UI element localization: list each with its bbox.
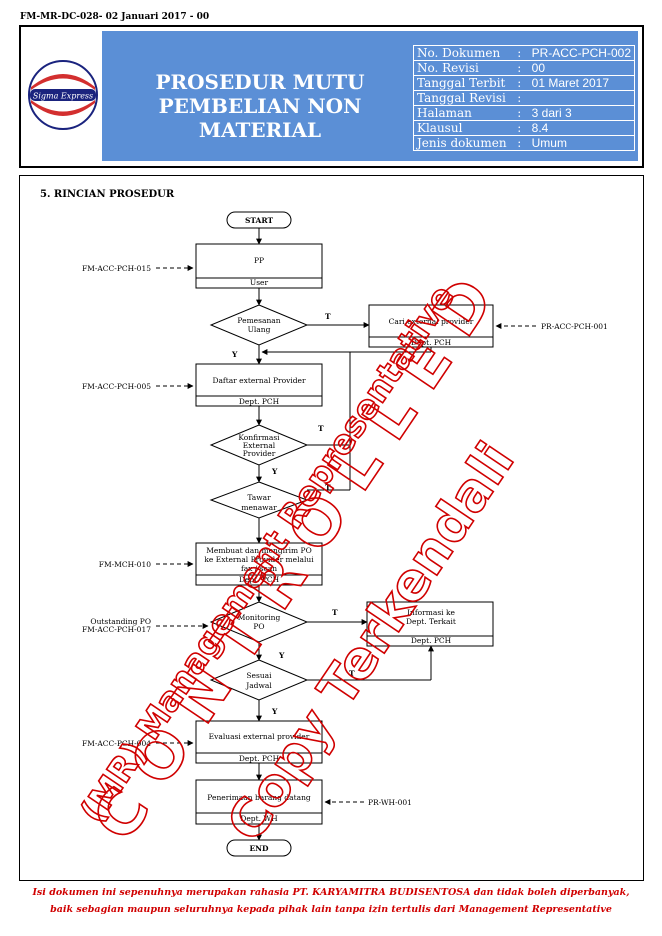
document-info-table: No. Dokumen:PR-ACC-PCH-002 No. Revisi:00… bbox=[412, 45, 635, 151]
start-label: START bbox=[245, 216, 274, 225]
info-row: Tanggal Revisi: bbox=[412, 90, 635, 106]
pp-box bbox=[195, 243, 323, 289]
informasi-label-2: Dept. Terkait bbox=[406, 617, 456, 626]
monitoring-label: Monitoring bbox=[238, 613, 281, 622]
label-y: Y bbox=[271, 467, 278, 476]
membuat-po-box bbox=[195, 542, 323, 586]
section-title: 5. RINCIAN PROSEDUR bbox=[40, 189, 175, 200]
label-y: Y bbox=[231, 350, 238, 359]
title-line-1: PROSEDUR MUTU bbox=[155, 70, 365, 94]
end-terminator bbox=[226, 839, 292, 857]
pp-owner: User bbox=[250, 278, 269, 287]
info-key: Tanggal Terbit bbox=[412, 75, 510, 91]
info-value: PR-ACC-PCH-002 bbox=[528, 45, 635, 61]
document-header bbox=[19, 25, 644, 168]
company-logo: Sigma Express bbox=[26, 35, 101, 160]
label-t: T bbox=[325, 483, 331, 492]
info-key: Tanggal Revisi bbox=[412, 90, 510, 106]
ref-pp: FM-ACC-PCH-015 bbox=[82, 264, 151, 273]
daftar-provider-box bbox=[195, 363, 323, 407]
daftar-owner: Dept. PCH bbox=[239, 397, 280, 406]
tawar-label-2: menawar bbox=[241, 503, 277, 512]
po-label-3: fax / scan bbox=[241, 564, 277, 573]
ref-outstanding-2: FM-ACC-PCH-017 bbox=[82, 625, 151, 634]
confidentiality-footer: Isi dokumen ini sepenuhnya merupakan rah… bbox=[0, 884, 662, 918]
informasi-box bbox=[366, 601, 494, 647]
evaluasi-box bbox=[195, 720, 323, 764]
end-label: END bbox=[249, 844, 269, 853]
info-key: Klausul bbox=[412, 120, 510, 136]
cari-owner: Dept. PCH bbox=[411, 338, 452, 347]
label-t: T bbox=[332, 608, 338, 617]
monitoring-label-2: PO bbox=[253, 622, 264, 631]
konfirmasi-label-2: External bbox=[243, 441, 276, 450]
daftar-label: Daftar external Provider bbox=[212, 376, 306, 385]
informasi-owner: Dept. PCH bbox=[411, 636, 452, 645]
konfirmasi-label: Konfirmasi bbox=[238, 433, 280, 442]
penerimaan-label: Penerimaan barang datang bbox=[207, 793, 311, 802]
penerimaan-owner: Dept. WH bbox=[240, 814, 278, 823]
po-label-2: ke External Provider melalui bbox=[204, 555, 314, 564]
info-key: No. Revisi bbox=[412, 60, 510, 76]
info-colon: : bbox=[509, 135, 529, 151]
informasi-label: Informasi ke bbox=[407, 608, 455, 617]
cari-provider-box bbox=[368, 304, 494, 348]
footer-line-2: baik sebagian maupun seluruhnya kepada p… bbox=[50, 904, 612, 915]
info-key: No. Dokumen bbox=[412, 45, 510, 61]
info-key: Jenis dokumen bbox=[412, 135, 510, 151]
ref-cari: PR-ACC-PCH-001 bbox=[541, 322, 608, 331]
pemesanan-label-2: Ulang bbox=[248, 325, 271, 334]
ref-evaluasi: FM-ACC-PCH-004 bbox=[82, 739, 151, 748]
sesuai-label: Sesuai bbox=[246, 671, 272, 680]
title-line-2: PEMBELIAN NON MATERIAL bbox=[158, 94, 362, 142]
evaluasi-owner: Dept. PCH bbox=[239, 754, 280, 763]
footer-line-1: Isi dokumen ini sepenuhnya merupakan rah… bbox=[32, 887, 630, 898]
content-frame bbox=[19, 175, 644, 881]
label-t: T bbox=[349, 669, 355, 678]
po-label: Membuat dan mengirim PO bbox=[206, 546, 311, 555]
pemesanan-label: Pemesanan bbox=[237, 316, 280, 325]
ref-outstanding: Outstanding PO bbox=[90, 617, 151, 626]
label-t: T bbox=[325, 312, 331, 321]
sesuai-jadwal-decision bbox=[209, 659, 309, 701]
info-value: Umum bbox=[528, 135, 635, 151]
pp-label: PP bbox=[254, 256, 264, 265]
konfirmasi-label-3: Provider bbox=[243, 449, 276, 458]
po-owner: Dept. PCH bbox=[239, 575, 280, 584]
logo-text: Sigma Express bbox=[33, 92, 93, 101]
info-row: No. Dokumen:PR-ACC-PCH-002 bbox=[412, 45, 635, 61]
info-row: No. Revisi:00 bbox=[412, 60, 635, 76]
label-y: Y bbox=[278, 651, 285, 660]
label-y: Y bbox=[271, 707, 278, 716]
tawar-label: Tawar bbox=[247, 493, 271, 502]
ref-daftar: FM-ACC-PCH-005 bbox=[82, 382, 151, 391]
cari-label: Cari external provider bbox=[389, 317, 474, 326]
label-t: T bbox=[318, 424, 324, 433]
document-title: PROSEDUR MUTU PEMBELIAN NON MATERIAL bbox=[105, 70, 415, 142]
form-code: FM-MR-DC-028- 02 Januari 2017 - 00 bbox=[20, 12, 210, 22]
evaluasi-label: Evaluasi external provider bbox=[209, 732, 310, 741]
sesuai-label-2: Jadwal bbox=[245, 681, 272, 690]
info-row: Jenis dokumen:Umum bbox=[412, 135, 635, 151]
ref-po: FM-MCH-010 bbox=[99, 560, 151, 569]
ref-wh: PR-WH-001 bbox=[368, 798, 412, 807]
